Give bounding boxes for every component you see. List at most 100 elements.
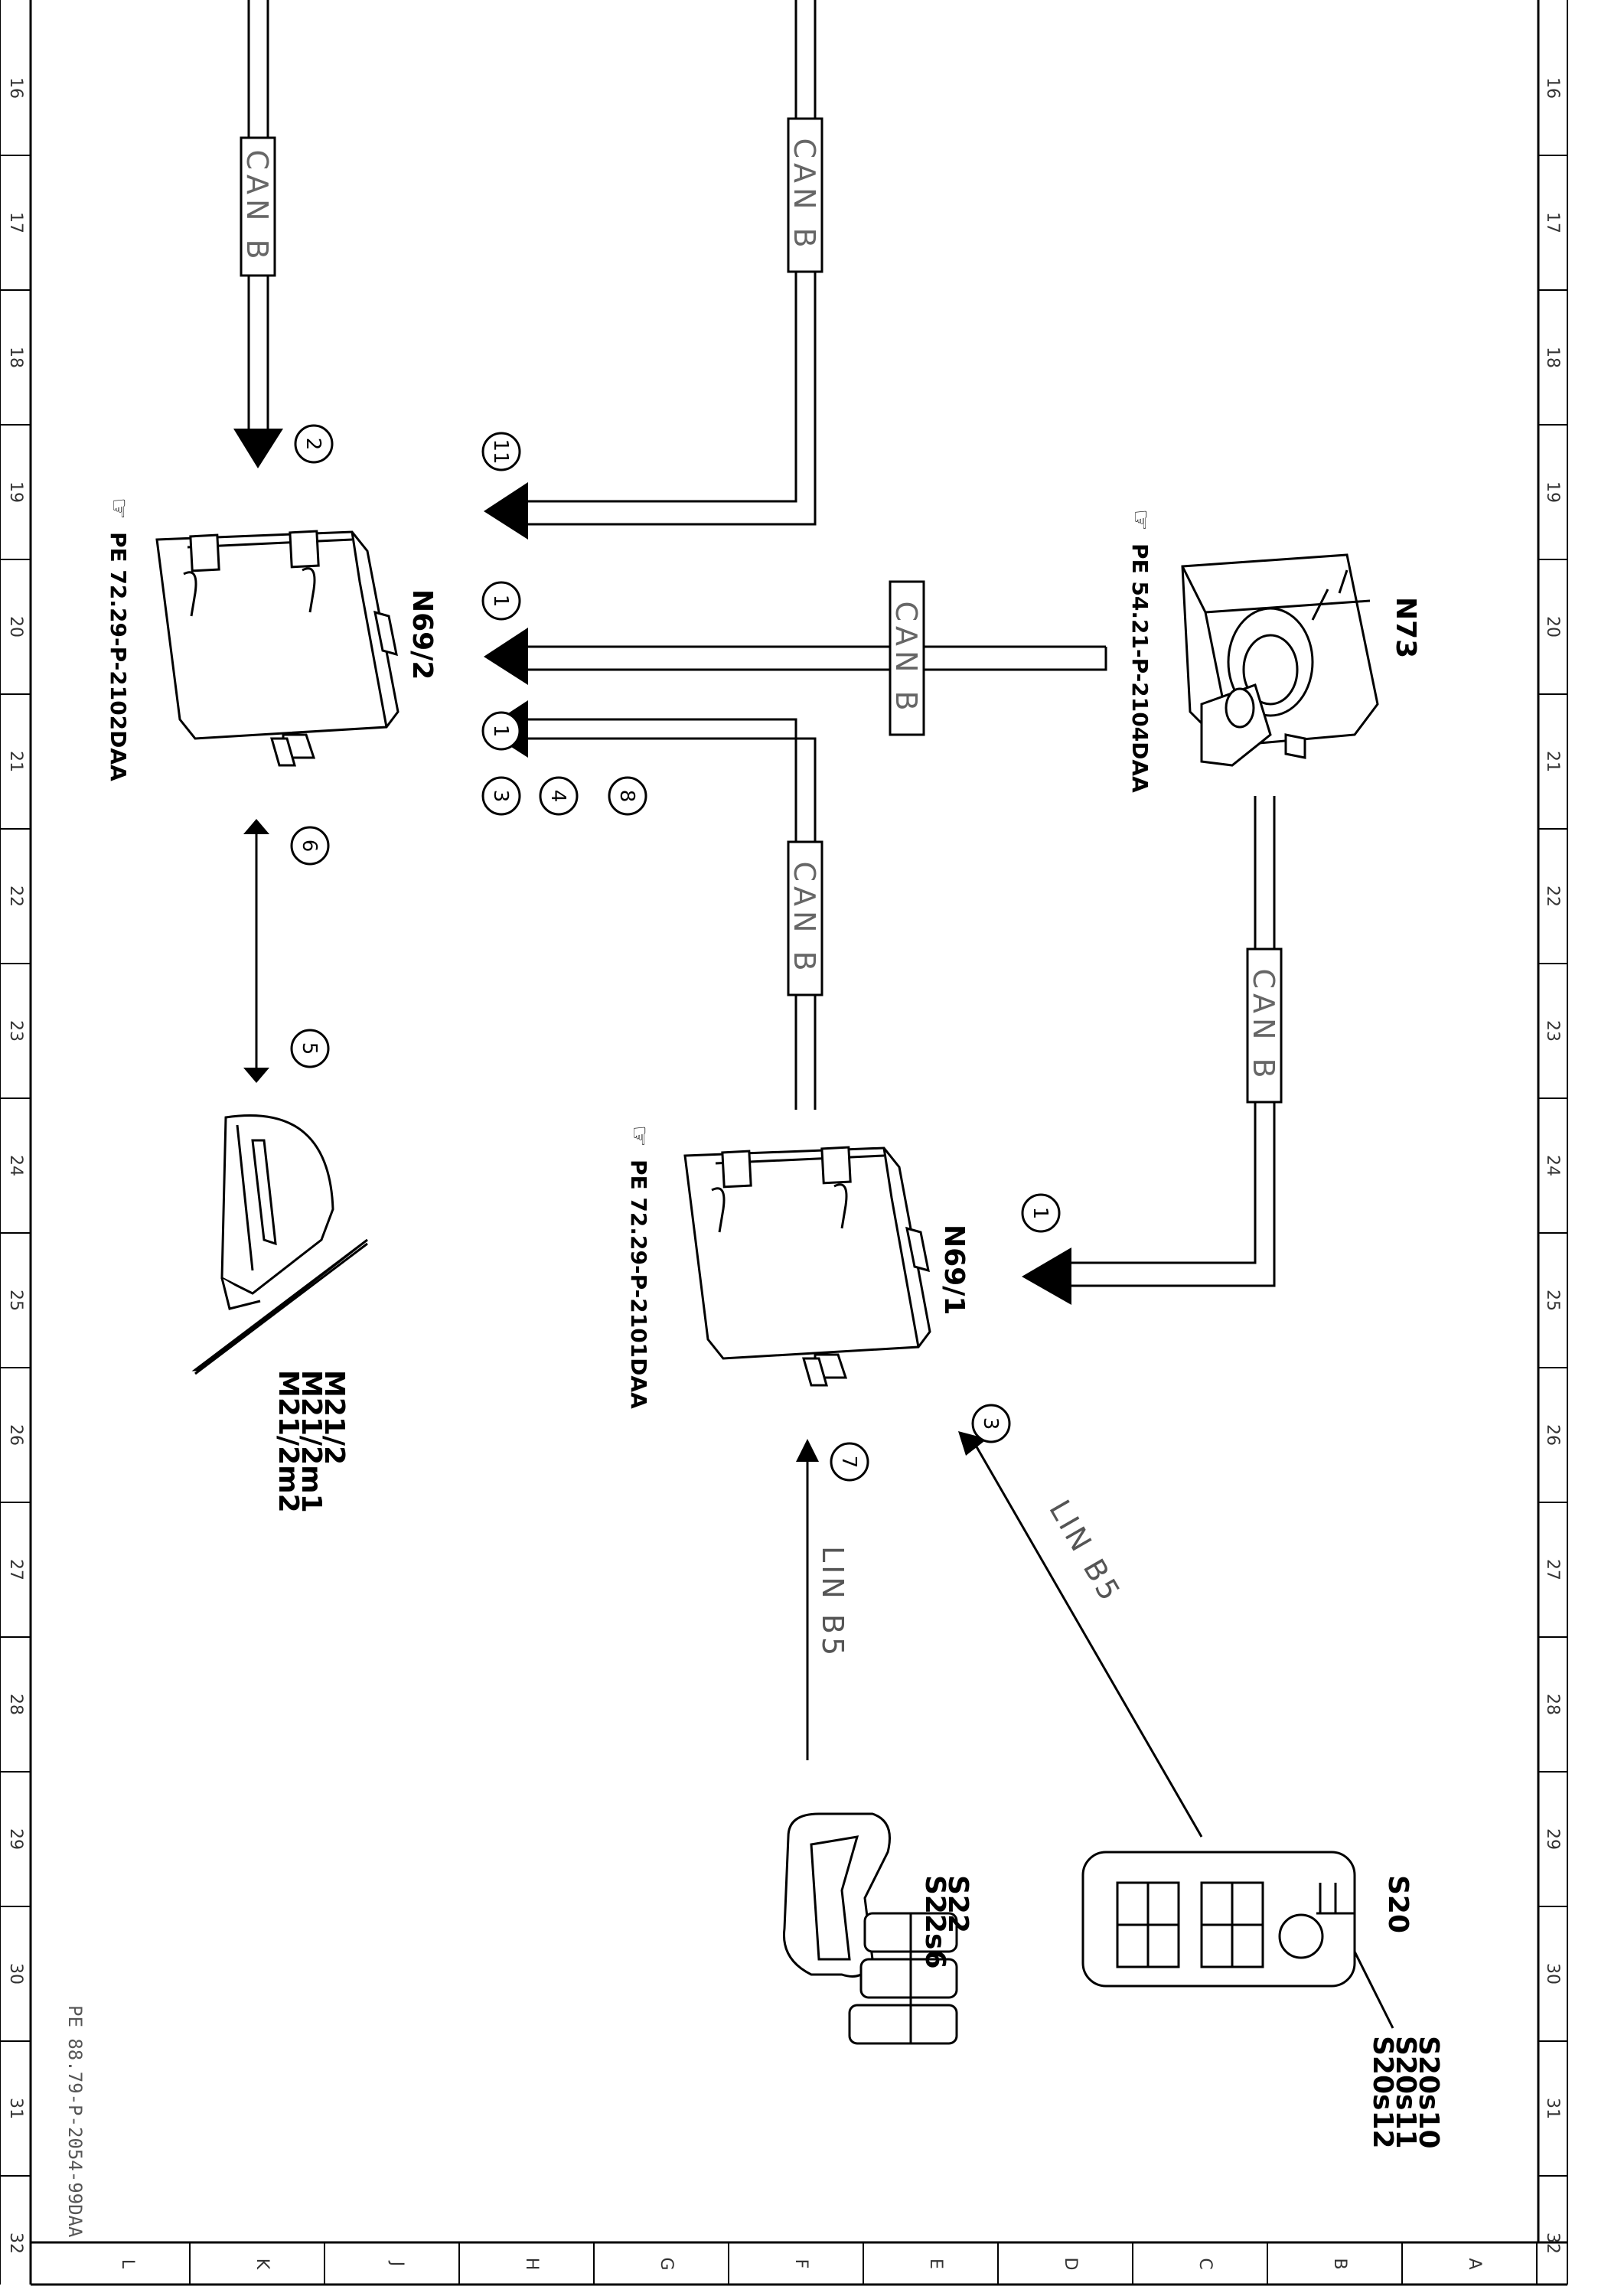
- row-number: 18: [1543, 347, 1562, 368]
- m21-2m2-label: M21/2m2: [272, 1370, 304, 1513]
- column-letter: D: [1061, 2258, 1080, 2271]
- lin-b5-labels: LIN B5 LIN B5: [816, 1495, 1128, 1659]
- n73-label: N73: [1390, 597, 1421, 658]
- column-letter: K: [253, 2258, 272, 2270]
- n69-2-ref: ☞ PE 72.29-P-2102DAA: [105, 497, 134, 781]
- n73-ref: ☞ PE 54.21-P-2104DAA: [1127, 509, 1156, 793]
- row-number: 24: [6, 1155, 25, 1176]
- row-number: 32: [1543, 2232, 1562, 2254]
- row-number: 22: [1543, 885, 1562, 907]
- s22-labels: S22 S22s6: [919, 1875, 973, 1969]
- column-letter: B: [1330, 2258, 1349, 2269]
- column-letter: G: [657, 2257, 676, 2270]
- signal-number: 11: [489, 439, 512, 464]
- mirror-m21-2: [191, 1114, 368, 1375]
- column-letter: H: [522, 2258, 541, 2271]
- s22-seat-switch: [782, 1812, 958, 2045]
- row-number: 30: [1543, 1963, 1562, 1985]
- n69-1-ref: ☞ PE 72.29-P-2101DAA: [625, 1125, 654, 1409]
- row-number: 26: [1543, 1424, 1562, 1446]
- document-code: PE 88.79-P-2054-99DAA: [64, 2005, 86, 2238]
- signal-number: 6: [298, 840, 321, 853]
- row-number: 27: [6, 1559, 25, 1580]
- s20s12-label: S20s12: [1367, 2036, 1398, 2149]
- row-ticks: [0, 155, 1567, 2177]
- row-number: 25: [1543, 1290, 1562, 1311]
- signal-marker: 4: [539, 776, 579, 816]
- row-number: 16: [6, 77, 25, 99]
- row-number: 21: [6, 751, 25, 772]
- row-number: 16: [1543, 77, 1562, 99]
- hand-pointer-icon: ☞: [625, 1125, 654, 1147]
- signal-number: 4: [546, 790, 569, 803]
- can-b-label: CAN B: [788, 138, 821, 252]
- row-number: 32: [6, 2232, 25, 2254]
- row-number: 17: [1543, 212, 1562, 233]
- row-number: 23: [6, 1020, 25, 1042]
- signal-marker: 7: [830, 1442, 869, 1482]
- signal-number: 1: [489, 595, 512, 608]
- column-letter: A: [1465, 2258, 1484, 2269]
- signal-number: 1: [1029, 1207, 1052, 1220]
- signal-number: 3: [489, 790, 512, 803]
- signal-number: 5: [298, 1042, 321, 1055]
- row-number: 29: [6, 1828, 25, 1850]
- signal-number: 8: [615, 790, 638, 803]
- row-number: 26: [6, 1424, 25, 1446]
- s20s11-label: S20s11: [1390, 2036, 1421, 2149]
- column-letter: J: [387, 2260, 406, 2267]
- n73-ref-text: PE 54.21-P-2104DAA: [1127, 543, 1153, 793]
- n69-1-label: N69/1: [938, 1225, 970, 1315]
- row-number: 30: [6, 1963, 25, 1985]
- column-letter: E: [926, 2258, 945, 2269]
- n69-2-ref-text: PE 72.29-P-2102DAA: [106, 532, 131, 781]
- row-number: 31: [1543, 2098, 1562, 2119]
- column-letter: C: [1195, 2258, 1215, 2269]
- can-b-label: CAN B: [240, 149, 274, 263]
- n69-2-control-unit: [155, 530, 400, 767]
- column-letter: L: [118, 2259, 137, 2269]
- m21-2-label: M21/2: [318, 1370, 350, 1465]
- signal-marker: 2: [294, 424, 334, 464]
- signal-marker: 1: [1021, 1193, 1061, 1233]
- row-number: 22: [6, 885, 25, 907]
- row-number: 20: [6, 616, 25, 638]
- signal-marker: 11: [481, 432, 521, 471]
- signal-marker: 3: [481, 776, 521, 816]
- row-number: 24: [1543, 1155, 1562, 1176]
- signal-marker: 1: [481, 711, 521, 751]
- can-b-label: CAN B: [889, 601, 923, 715]
- s22-label: S22: [942, 1875, 973, 1933]
- mirror-labels: M21/2 M21/2m1 M21/2m2: [272, 1370, 350, 1513]
- row-number: 20: [1543, 616, 1562, 638]
- n73-ignition-switch: [1181, 553, 1379, 767]
- signal-marker: 1: [481, 581, 521, 621]
- signal-number: 2: [302, 438, 324, 451]
- signal-number: 7: [837, 1456, 860, 1469]
- row-number: 18: [6, 347, 25, 368]
- column-letter: F: [791, 2259, 810, 2269]
- row-number: 28: [6, 1694, 25, 1715]
- can-b-labels: CAN B CAN B CAN B CAN B CAN B: [240, 117, 1283, 1104]
- row-number: 25: [6, 1290, 25, 1311]
- s20-sublabels: S20s10 S20s11 S20s12: [1367, 2036, 1444, 2149]
- s20-label: S20: [1382, 1875, 1414, 1933]
- row-number: 19: [6, 481, 25, 503]
- m21-2m1-label: M21/2m1: [295, 1370, 327, 1513]
- n69-1-control-unit: [683, 1146, 931, 1387]
- can-b-label: CAN B: [1247, 968, 1280, 1082]
- s20-switch-panel: [1081, 1851, 1356, 1988]
- row-number: 29: [1543, 1828, 1562, 1850]
- row-number: 17: [6, 212, 25, 233]
- lin-b5-label: LIN B5: [1042, 1495, 1128, 1609]
- n69-2-label: N69/2: [406, 589, 438, 680]
- s22s6-label: S22s6: [919, 1875, 951, 1969]
- row-number: 23: [1543, 1020, 1562, 1042]
- row-number: 28: [1543, 1694, 1562, 1715]
- signal-number: 3: [979, 1417, 1002, 1430]
- can-b-label: CAN B: [788, 861, 821, 975]
